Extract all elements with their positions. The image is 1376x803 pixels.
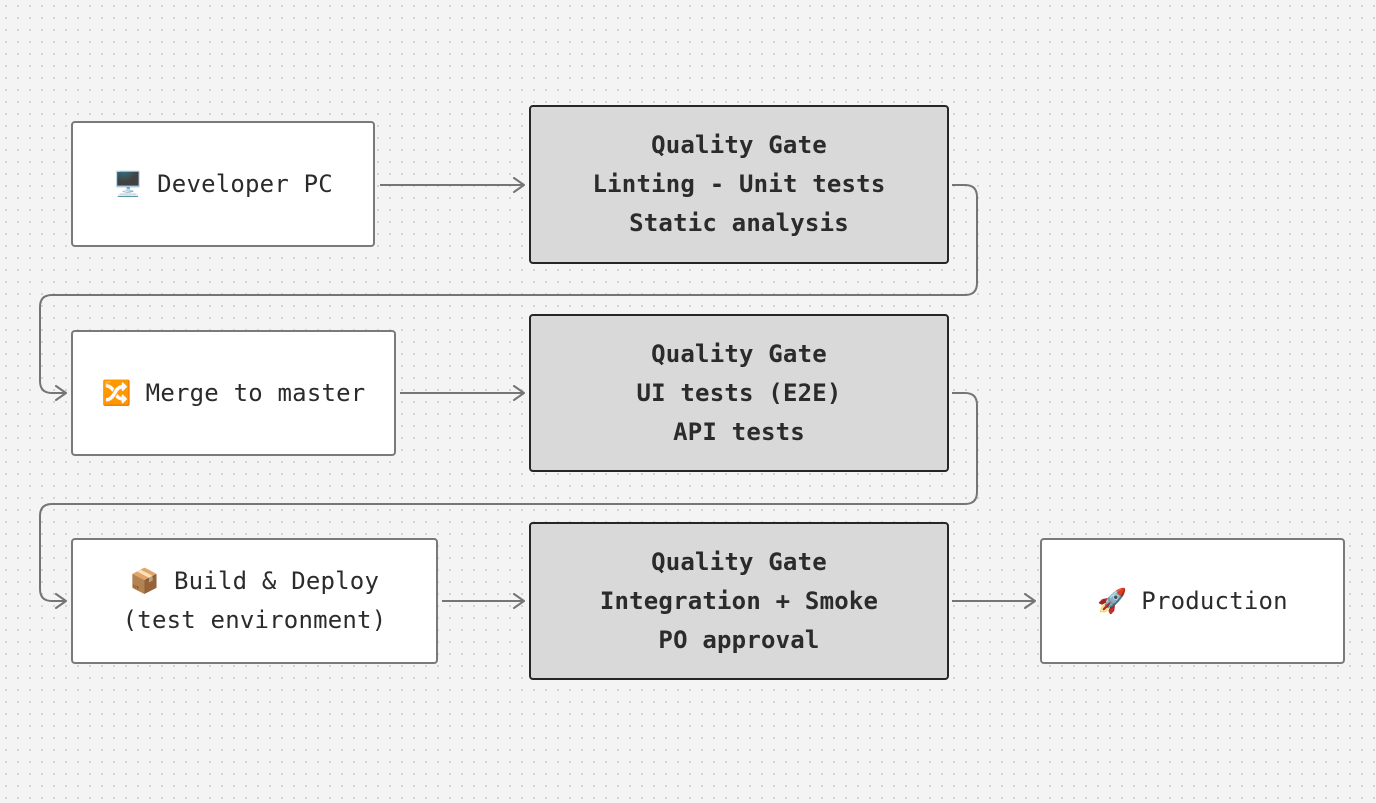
quality-gate-2-check-1: UI tests (E2E)	[636, 378, 842, 407]
merge-to-master-node[interactable]: 🔀 Merge to master	[71, 330, 396, 456]
quality-gate-3-node[interactable]: Quality Gate Integration + Smoke PO appr…	[529, 522, 949, 680]
developer-pc-line: 🖥️ Developer PC	[113, 165, 333, 204]
quality-gate-3-check-1: Integration + Smoke	[599, 586, 879, 615]
build-line: 📦 Build & Deploy	[130, 562, 379, 601]
rocket-icon: 🚀	[1097, 586, 1128, 615]
quality-gate-3-check-2: PO approval	[658, 625, 820, 654]
build-sublabel: (test environment)	[122, 606, 387, 634]
quality-gate-2-title: Quality Gate	[651, 339, 827, 368]
shuffle-arrows-icon: 🔀	[101, 378, 132, 407]
quality-gate-2-check-2: API tests	[673, 417, 805, 446]
developer-pc-label: Developer PC	[157, 169, 333, 198]
quality-gate-2-node[interactable]: Quality Gate UI tests (E2E) API tests	[529, 314, 949, 472]
package-icon: 📦	[129, 567, 160, 595]
quality-gate-1-check-2: Static analysis	[629, 209, 849, 237]
developer-pc-node[interactable]: 🖥️ Developer PC	[71, 121, 375, 247]
production-line: 🚀 Production	[1097, 582, 1288, 621]
quality-gate-1-title: Quality Gate	[651, 131, 827, 159]
merge-label: Merge to master	[145, 378, 366, 407]
build-label: Build & Deploy	[174, 567, 380, 595]
production-node[interactable]: 🚀 Production	[1040, 538, 1345, 664]
quality-gate-3-title: Quality Gate	[651, 547, 827, 576]
merge-line: 🔀 Merge to master	[102, 374, 366, 413]
desktop-computer-icon: 🖥️	[113, 169, 144, 198]
quality-gate-1-check-1: Linting - Unit tests	[592, 170, 886, 198]
quality-gate-1-node[interactable]: Quality Gate Linting - Unit tests Static…	[529, 105, 949, 264]
production-label: Production	[1141, 586, 1288, 615]
build-deploy-node[interactable]: 📦 Build & Deploy (test environment)	[71, 538, 438, 664]
